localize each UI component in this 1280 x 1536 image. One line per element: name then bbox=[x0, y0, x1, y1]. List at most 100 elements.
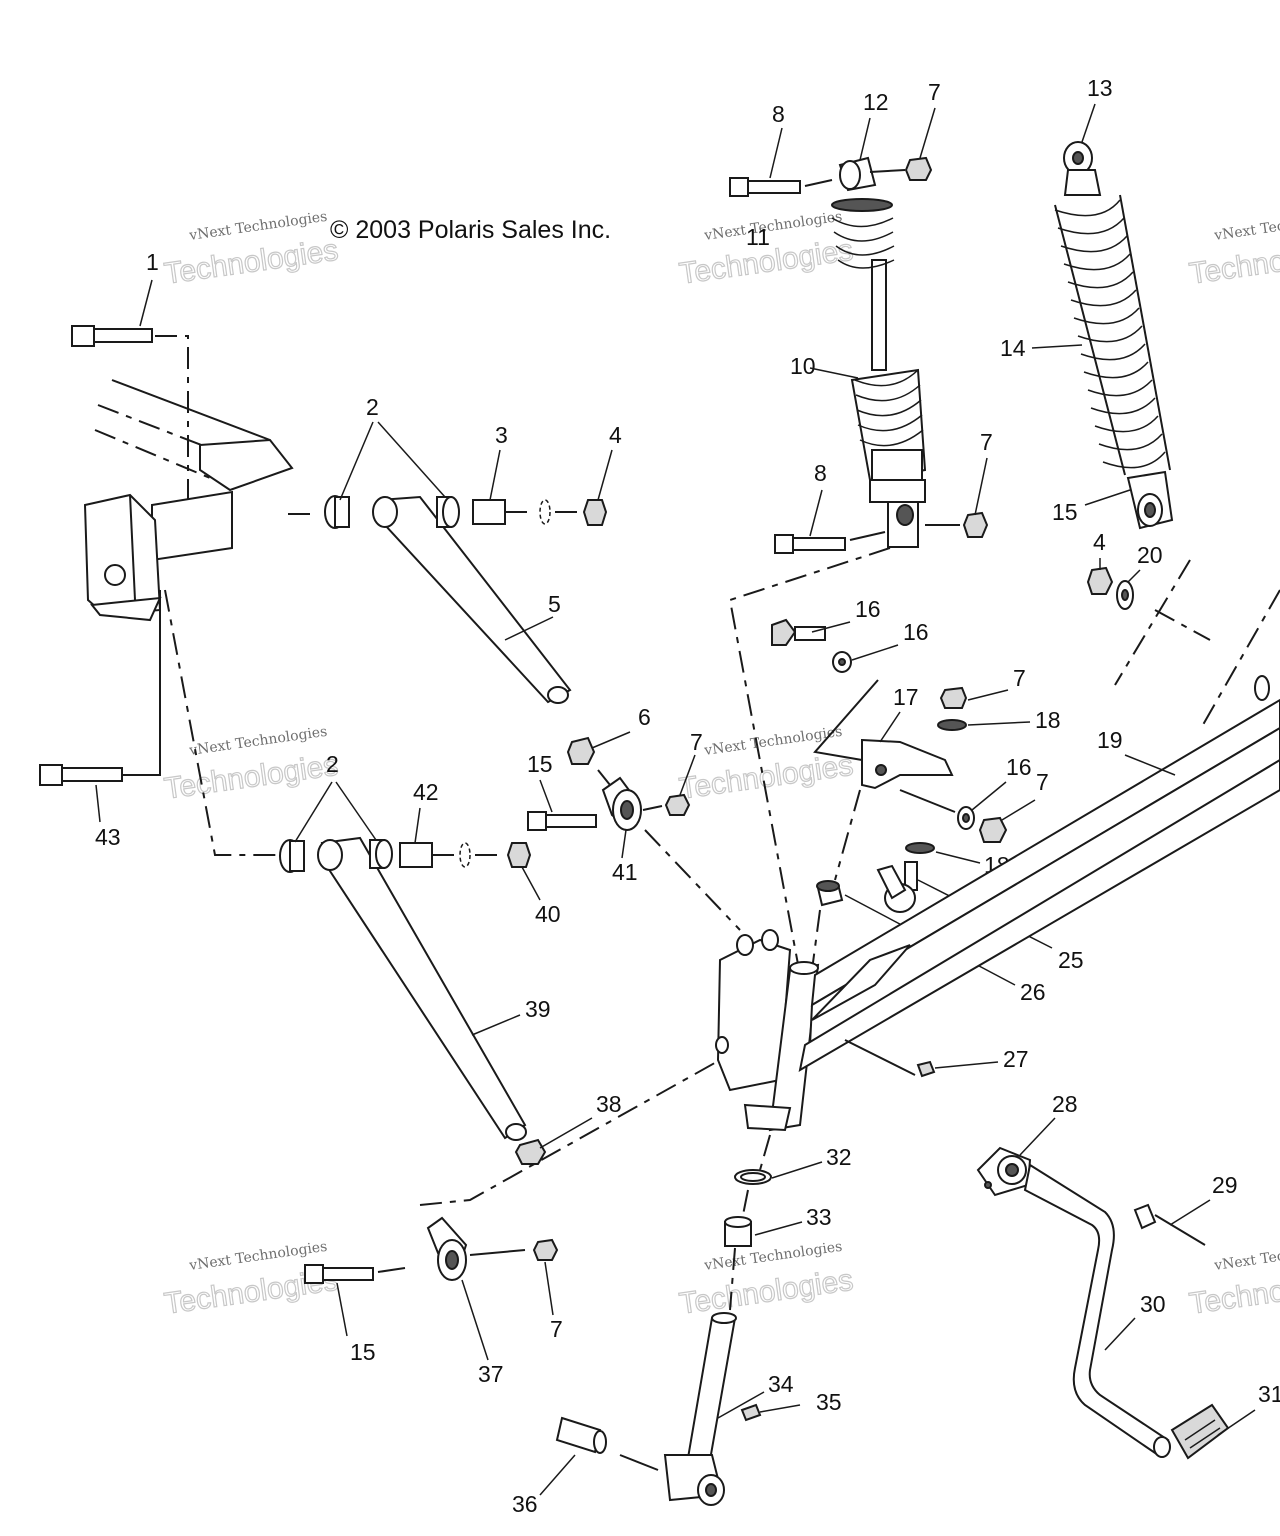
callout-7-middle: 7 bbox=[690, 729, 703, 755]
callout-41: 41 bbox=[612, 859, 638, 885]
watermark-technologies: Technologies bbox=[677, 1264, 855, 1321]
steering-frame-19 bbox=[798, 698, 1280, 1076]
callout-25: 25 bbox=[1058, 947, 1084, 973]
callout-33: 33 bbox=[806, 1204, 832, 1230]
bolt-15-upper bbox=[771, 618, 826, 646]
callout-32: 32 bbox=[826, 1144, 852, 1170]
callout-29: 29 bbox=[1212, 1172, 1238, 1198]
nut-7-arm bbox=[939, 686, 968, 709]
callout-31: 31 bbox=[1258, 1381, 1280, 1407]
washer-right-edge bbox=[1254, 675, 1270, 701]
callout-7-top: 7 bbox=[928, 79, 941, 105]
callout-27: 27 bbox=[1003, 1046, 1029, 1072]
bushing-lower-right bbox=[369, 839, 393, 869]
eyelet-14 bbox=[1126, 470, 1174, 530]
watermark-text: vNext Technologies bbox=[1212, 1239, 1280, 1274]
callout-11: 12 bbox=[863, 89, 889, 115]
callout-40: 40 bbox=[535, 901, 561, 927]
callout-7-shock-lower: 7 bbox=[980, 429, 993, 455]
upper-control-arm-5 bbox=[372, 495, 572, 704]
callout-30: 30 bbox=[1140, 1291, 1166, 1317]
callout-34: 34 bbox=[768, 1371, 794, 1397]
callout-1: 1 bbox=[146, 249, 159, 275]
watermark-text: vNext Technologies bbox=[1212, 209, 1280, 244]
mount-28 bbox=[976, 1146, 1032, 1197]
callout-7-arm: 7 bbox=[1013, 665, 1026, 691]
washer-16-lower bbox=[957, 806, 975, 830]
nut-4-upper bbox=[582, 499, 608, 526]
callout-8-lower: 8 bbox=[814, 460, 827, 486]
watermark-technologies: Technologies bbox=[1187, 234, 1280, 291]
grease-fitting-27 bbox=[916, 1060, 936, 1078]
copyright-notice: © 2003 Polaris Sales Inc. bbox=[330, 216, 611, 244]
callout-9: 10 bbox=[790, 353, 816, 379]
nut-7-middle bbox=[664, 793, 691, 816]
callout-10: 11 bbox=[746, 224, 770, 250]
bolt-15-middle bbox=[527, 811, 597, 831]
nut-6 bbox=[566, 736, 596, 765]
callout-18-upper: 18 bbox=[1035, 707, 1061, 733]
callout-14: 15 bbox=[1052, 499, 1078, 525]
bolt-1 bbox=[71, 325, 153, 347]
washer-16-upper bbox=[832, 651, 852, 673]
ball-joint-37 bbox=[426, 1216, 468, 1281]
callout-8-upper: 8 bbox=[772, 101, 785, 127]
callout-2-lower: 2 bbox=[326, 751, 339, 777]
nut-7-shock-lower bbox=[962, 511, 989, 538]
bushing-36 bbox=[555, 1416, 607, 1454]
callout-16-lower: 16 bbox=[1006, 754, 1032, 780]
nut-38 bbox=[514, 1138, 547, 1165]
callout-16-upper: 16 bbox=[903, 619, 929, 645]
tie-rod-end-25 bbox=[876, 861, 918, 913]
bolt-8-lower bbox=[774, 534, 846, 554]
callout-7-arm-lower: 7 bbox=[1036, 769, 1049, 795]
nut-7-arm-lower bbox=[978, 816, 1008, 843]
watermark-technologies: Technologies bbox=[1187, 1264, 1280, 1321]
callout-4-right: 4 bbox=[1093, 529, 1106, 555]
callout-6: 6 bbox=[638, 704, 651, 730]
callout-12: 13 bbox=[1087, 75, 1113, 101]
callout-2-upper: 2 bbox=[366, 394, 379, 420]
shock-absorber-12 bbox=[1063, 141, 1102, 196]
callout-15-lower: 15 bbox=[350, 1339, 376, 1365]
callout-17: 17 bbox=[893, 684, 919, 710]
callout-39: 39 bbox=[525, 996, 551, 1022]
eyelet-11 bbox=[838, 156, 877, 192]
bushing-upper-right bbox=[436, 496, 460, 528]
callout-15-upper: 16 bbox=[855, 596, 881, 622]
callout-5: 5 bbox=[548, 591, 561, 617]
bushing-lower-left bbox=[279, 839, 305, 873]
watermark-technologies: Technologies bbox=[162, 749, 340, 806]
callout-28: 28 bbox=[1052, 1091, 1078, 1117]
steering-arm-17 bbox=[861, 738, 954, 790]
spring-10 bbox=[831, 198, 895, 269]
lower-control-arm-39 bbox=[317, 836, 527, 1141]
callout-37: 37 bbox=[478, 1361, 504, 1387]
boot-26 bbox=[816, 880, 844, 907]
steering-post-34 bbox=[663, 1312, 737, 1506]
callout-19: 19 bbox=[1097, 727, 1123, 753]
frame-bracket bbox=[83, 379, 294, 622]
washer-18-lower bbox=[905, 842, 935, 854]
pad-31 bbox=[1170, 1403, 1230, 1460]
nut-4-right bbox=[1086, 566, 1114, 595]
nut-7-lower bbox=[532, 1238, 559, 1261]
callout-13: 14 bbox=[1000, 335, 1026, 361]
grease-fitting-35 bbox=[740, 1403, 762, 1422]
callout-42: 42 bbox=[413, 779, 439, 805]
nut-7-top bbox=[904, 156, 933, 181]
watermark-technologies: Technologies bbox=[162, 234, 340, 291]
pin-29 bbox=[1133, 1203, 1206, 1246]
bar-30 bbox=[1023, 1163, 1171, 1458]
callout-3: 3 bbox=[495, 422, 508, 448]
washer-20 bbox=[1116, 580, 1134, 610]
shock-absorber-9 bbox=[850, 259, 927, 548]
nut-40 bbox=[506, 842, 532, 868]
sleeve-42 bbox=[399, 842, 433, 868]
callout-20: 20 bbox=[1137, 542, 1163, 568]
callout-15-middle: 15 bbox=[527, 751, 553, 777]
callout-43: 43 bbox=[95, 824, 121, 850]
bolt-15-lower bbox=[304, 1264, 374, 1284]
ring-32 bbox=[734, 1169, 772, 1185]
